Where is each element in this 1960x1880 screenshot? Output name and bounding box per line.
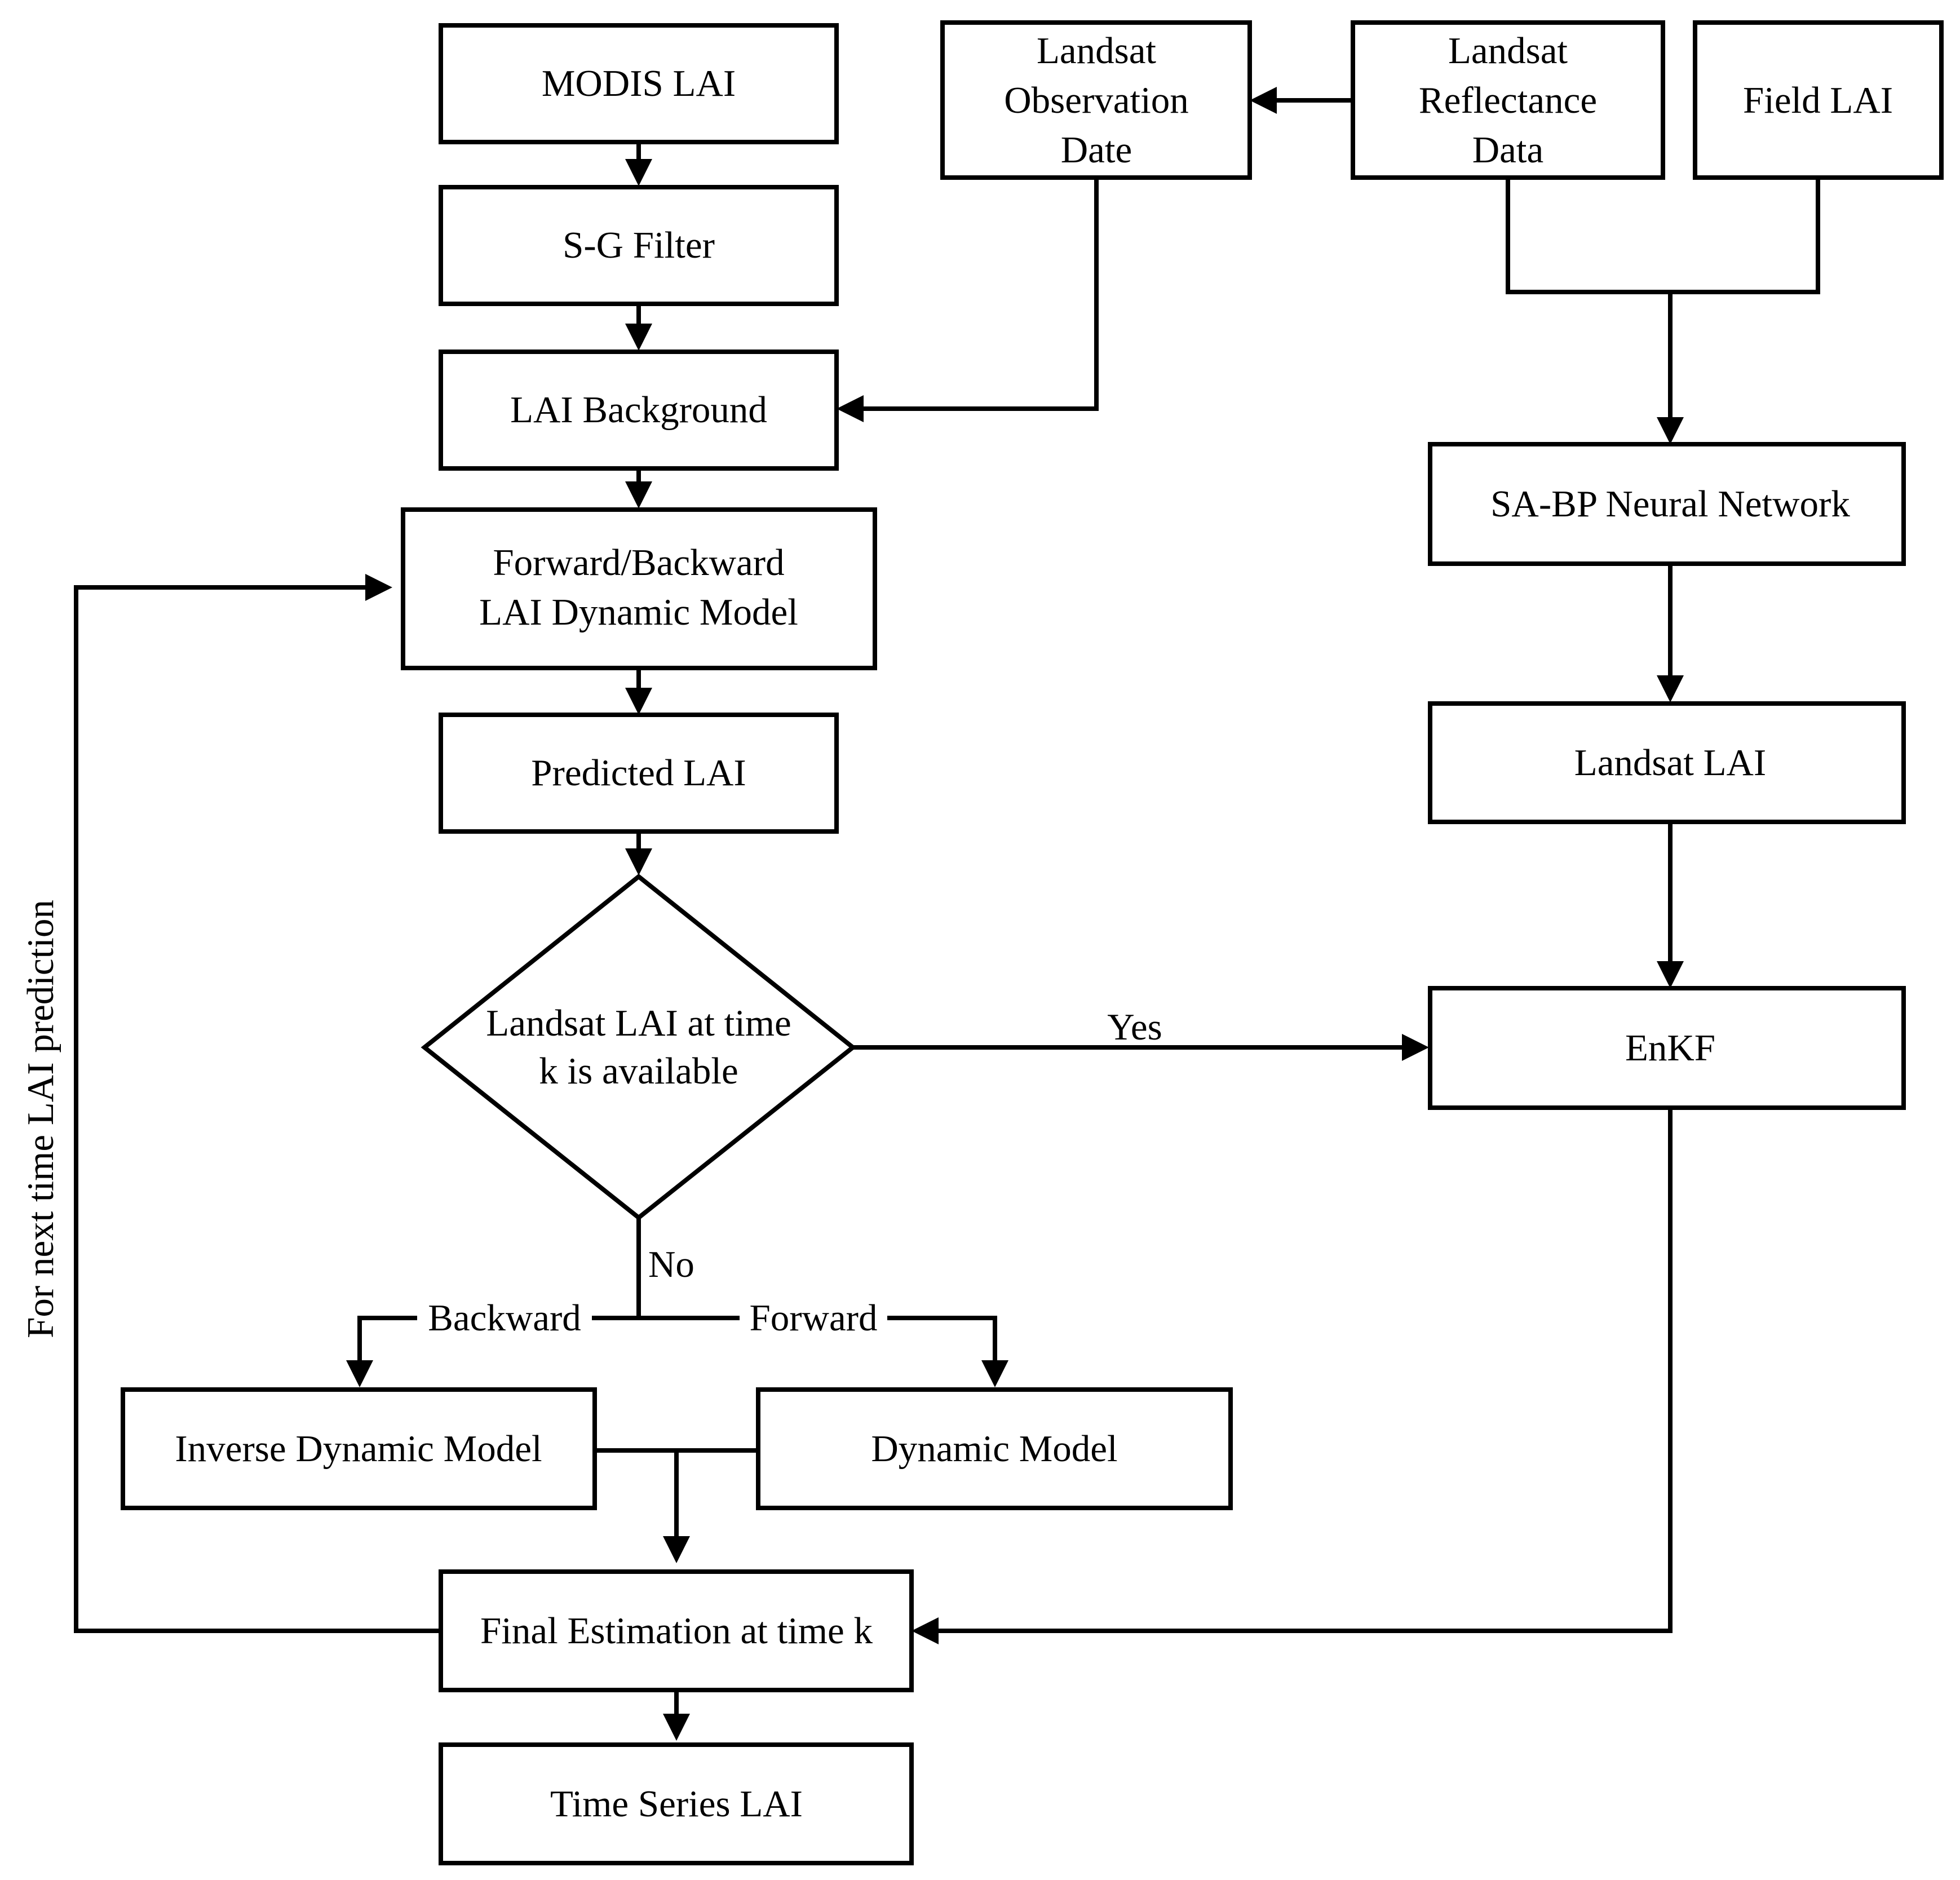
enkf-label: EnKF — [1625, 1027, 1715, 1069]
feedback-label: For next time LAI prediction — [20, 900, 61, 1338]
field-lai-label: Field LAI — [1743, 79, 1893, 121]
no-label: No — [648, 1244, 694, 1285]
merge-reflectance-field — [1506, 178, 1820, 294]
decision-line2: k is available — [539, 1050, 738, 1092]
reflectance-line2: Reflectance — [1419, 79, 1597, 121]
node-inverse-dynamic-model: Inverse Dynamic Model — [121, 1387, 597, 1510]
final-estimation-label: Final Estimation at time k — [480, 1610, 873, 1652]
arrow-feedback-loop — [74, 574, 439, 1633]
forward-label-bg — [740, 1299, 887, 1337]
dynamic-model-box-line2: LAI Dynamic Model — [479, 591, 798, 633]
node-dynamic-model: Dynamic Model — [756, 1387, 1233, 1510]
dynamic-model-label: Dynamic Model — [871, 1428, 1117, 1470]
inverse-dynamic-model-label: Inverse Dynamic Model — [175, 1428, 542, 1470]
forward-label: Forward — [749, 1297, 877, 1339]
sg-filter-label: S-G Filter — [563, 224, 715, 266]
reflectance-line1: Landsat — [1448, 30, 1568, 72]
node-modis-lai: MODIS LAI — [439, 23, 839, 144]
backward-label-bg — [417, 1299, 592, 1337]
modis-lai-label: MODIS LAI — [542, 63, 736, 104]
node-enkf: EnKF — [1428, 986, 1906, 1110]
node-landsat-reflectance: Landsat Reflectance Data — [1351, 20, 1665, 180]
node-landsat-lai: Landsat LAI — [1428, 701, 1906, 824]
yes-label: Yes — [1107, 1006, 1162, 1048]
connectors — [74, 87, 1820, 1741]
node-lai-background: LAI Background — [439, 350, 839, 471]
dynamic-model-box-line1: Forward/Backward — [493, 542, 784, 583]
predicted-lai-label: Predicted LAI — [531, 752, 746, 794]
node-predicted-lai: Predicted LAI — [439, 713, 839, 834]
sabp-nn-label: SA-BP Neural Network — [1490, 483, 1850, 525]
decision-line1: Landsat LAI at time — [486, 1002, 791, 1044]
node-time-series-lai: Time Series LAI — [439, 1742, 914, 1865]
node-field-lai: Field LAI — [1693, 20, 1944, 180]
lai-background-label: LAI Background — [510, 389, 767, 431]
obs-date-line1: Landsat — [1037, 30, 1156, 72]
time-series-lai-label: Time Series LAI — [550, 1783, 803, 1825]
arrow-obsdate-to-background — [837, 178, 1099, 422]
reflectance-line3: Data — [1472, 129, 1543, 171]
arrow-enkf-to-final — [912, 1108, 1673, 1644]
node-sabp-nn: SA-BP Neural Network — [1428, 442, 1906, 566]
landsat-lai-label: Landsat LAI — [1574, 742, 1766, 784]
node-sg-filter: S-G Filter — [439, 185, 839, 306]
node-landsat-obs-date: Landsat Observation Date — [940, 20, 1252, 180]
node-dynamic-model-box: Forward/Backward LAI Dynamic Model — [401, 507, 877, 670]
node-final-estimation: Final Estimation at time k — [439, 1569, 914, 1692]
obs-date-line3: Date — [1061, 129, 1132, 171]
obs-date-line2: Observation — [1004, 79, 1188, 121]
node-decision: Landsat LAI at time k is available — [421, 873, 857, 1221]
backward-label: Backward — [428, 1297, 581, 1339]
